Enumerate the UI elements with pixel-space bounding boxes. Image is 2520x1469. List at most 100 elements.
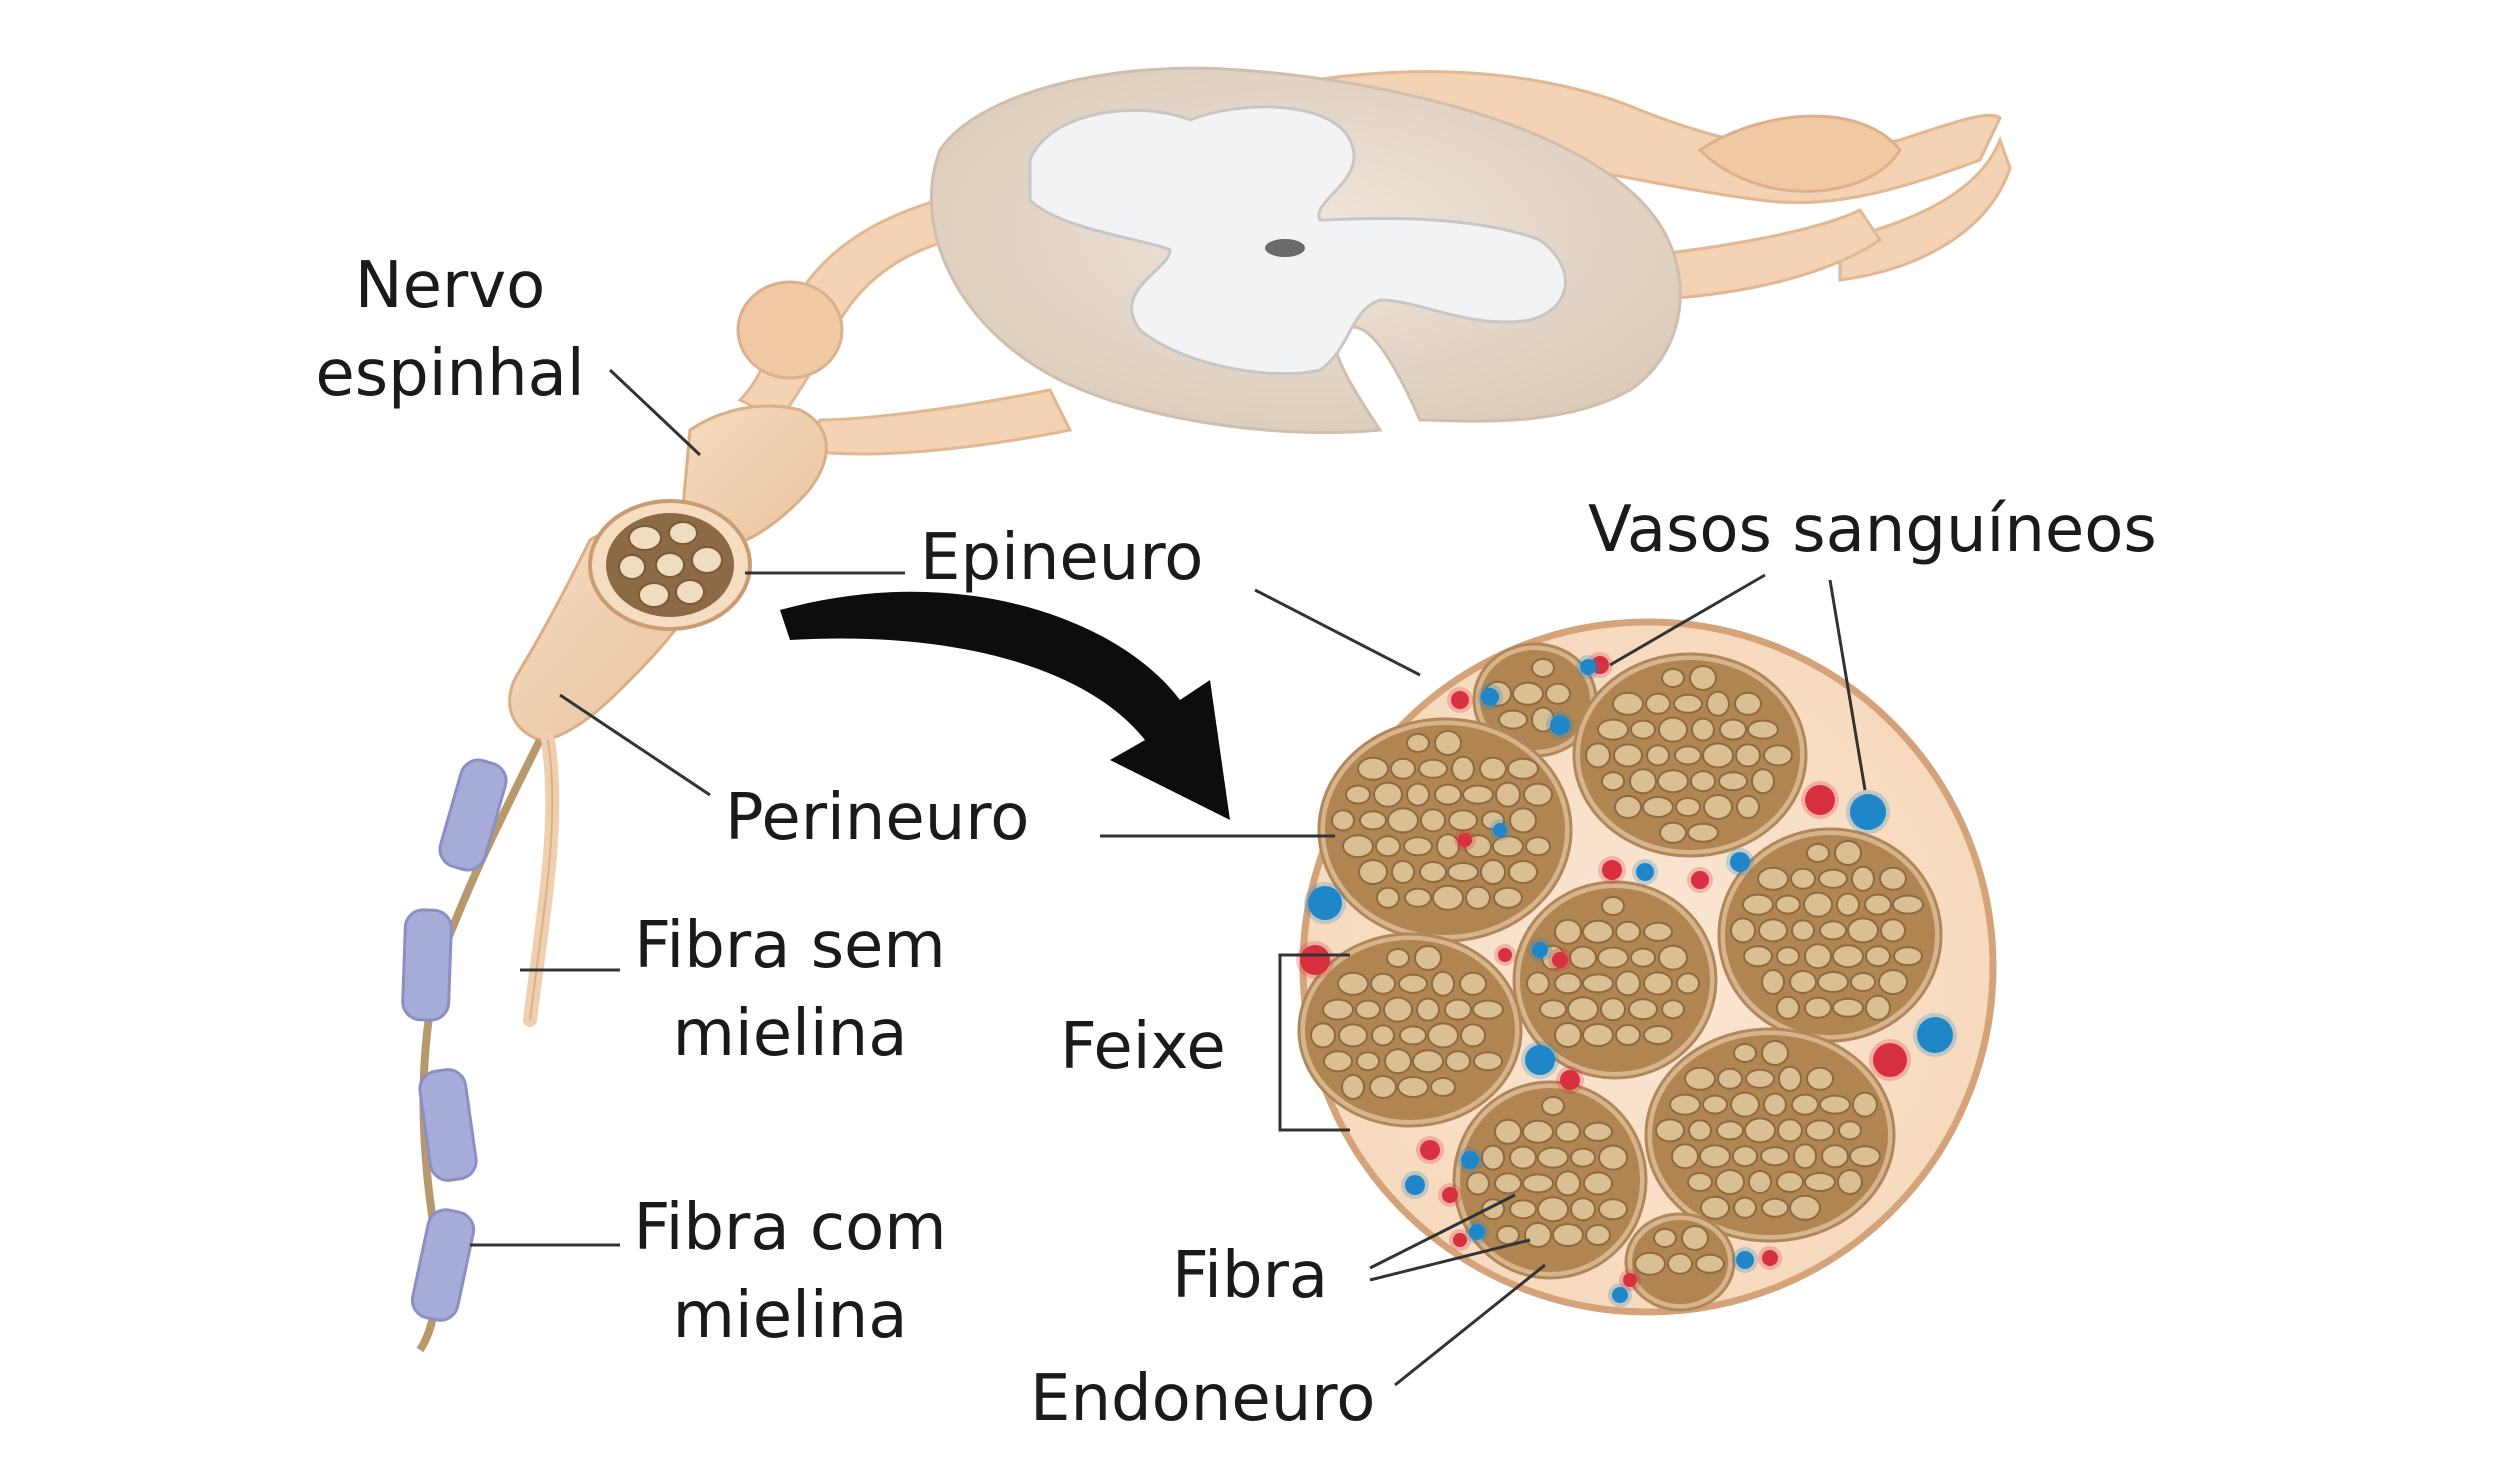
fiber — [1821, 1144, 1849, 1169]
fiber — [1597, 946, 1629, 969]
fiber — [1700, 1195, 1730, 1220]
fiber — [1524, 1222, 1552, 1248]
fiber — [1493, 886, 1523, 909]
fiber — [1834, 840, 1862, 866]
fiber — [1695, 1253, 1725, 1274]
fiber — [1537, 1146, 1569, 1169]
leader-lines — [470, 368, 1867, 1387]
fiber — [1356, 1051, 1380, 1072]
fiber — [1674, 745, 1702, 766]
fiber — [1522, 1119, 1554, 1144]
fiber — [1555, 1170, 1581, 1197]
nerve-cut-end — [588, 499, 752, 631]
fiber — [1459, 971, 1487, 996]
fiber — [1850, 972, 1876, 992]
fiber — [1522, 1173, 1554, 1194]
fiber — [1818, 868, 1848, 889]
blood-vessel — [1498, 948, 1512, 962]
fiber — [1806, 843, 1830, 863]
fiber — [1716, 1120, 1744, 1141]
blood-vessel — [1805, 785, 1835, 815]
fiber — [1601, 896, 1625, 916]
label-endoneuro: Endoneuro — [1030, 1362, 1376, 1436]
fiber — [1661, 668, 1685, 688]
fiber — [1657, 769, 1689, 794]
fiber — [1498, 709, 1528, 730]
fascicle — [1297, 932, 1523, 1128]
blood-vessel — [1300, 945, 1330, 975]
fiber — [1466, 1171, 1490, 1196]
fiber — [1880, 918, 1906, 943]
fiber — [1690, 770, 1716, 793]
fiber — [1404, 887, 1432, 908]
fiber — [1734, 691, 1762, 716]
fiber — [1628, 998, 1658, 1021]
fiber — [1492, 835, 1524, 858]
fiber — [1775, 894, 1801, 915]
blood-vessel — [1730, 852, 1750, 872]
fiber — [1376, 886, 1400, 909]
grey-matter — [1028, 105, 1567, 376]
blood-vessel — [1623, 1273, 1637, 1287]
blood-vessel — [1560, 1070, 1580, 1090]
fiber — [1359, 810, 1387, 831]
fiber — [1615, 920, 1641, 943]
fiber — [1481, 1144, 1505, 1171]
fiber — [1406, 733, 1430, 753]
fiber — [1776, 1171, 1804, 1193]
blood-vessel — [1405, 1175, 1425, 1195]
fiber — [1653, 1228, 1677, 1248]
blood-vessel — [1442, 1187, 1458, 1203]
fiber — [1412, 1049, 1444, 1074]
fiber — [1819, 1094, 1851, 1115]
blood-vessel — [1917, 1017, 1953, 1053]
fiber — [1384, 1048, 1412, 1075]
blood-vessel — [1552, 952, 1568, 968]
fiber — [1496, 1225, 1520, 1245]
fiber — [1655, 1118, 1685, 1143]
fascicle — [1572, 652, 1808, 858]
label-fibra-com-mielina-line2: mielina — [672, 1279, 908, 1353]
fiber — [1323, 1050, 1353, 1073]
fiber — [1582, 919, 1614, 944]
fiber — [1761, 969, 1785, 995]
fiber — [1733, 1043, 1757, 1063]
fiber — [1569, 945, 1597, 970]
fiber — [1451, 755, 1475, 782]
fiber — [1391, 860, 1415, 884]
fiber — [1355, 999, 1381, 1020]
fiber — [1375, 835, 1401, 858]
fiber — [1345, 784, 1371, 805]
fiber — [1570, 1147, 1596, 1168]
fiber — [1601, 771, 1625, 792]
fiber — [1414, 945, 1442, 971]
fiber — [1748, 1170, 1772, 1194]
fascicle — [1644, 1027, 1896, 1243]
fiber — [1403, 836, 1433, 857]
blood-vessel — [1636, 863, 1654, 881]
fiber — [1747, 719, 1779, 740]
fiber — [1531, 658, 1555, 678]
fiber — [1702, 1094, 1728, 1115]
fiber — [1671, 1143, 1699, 1170]
fiber — [1600, 997, 1626, 1022]
fiber — [1509, 807, 1537, 834]
fiber — [1509, 1199, 1537, 1220]
fiber — [1342, 834, 1374, 859]
fiber — [1852, 1091, 1878, 1118]
fiber — [1832, 944, 1864, 969]
fiber — [1494, 1172, 1522, 1195]
fiber — [1643, 971, 1673, 996]
fiber — [1789, 970, 1817, 994]
fiber — [1554, 918, 1582, 945]
fiber — [1369, 1075, 1397, 1099]
fiber — [1643, 1025, 1673, 1045]
fiber — [1358, 859, 1388, 885]
fiber — [1817, 971, 1849, 993]
label-fibra: Fibra — [1172, 1239, 1329, 1313]
central-canal — [1265, 239, 1305, 257]
fiber — [1669, 1093, 1701, 1116]
fiber — [1541, 1096, 1565, 1116]
fiber — [1525, 836, 1551, 857]
